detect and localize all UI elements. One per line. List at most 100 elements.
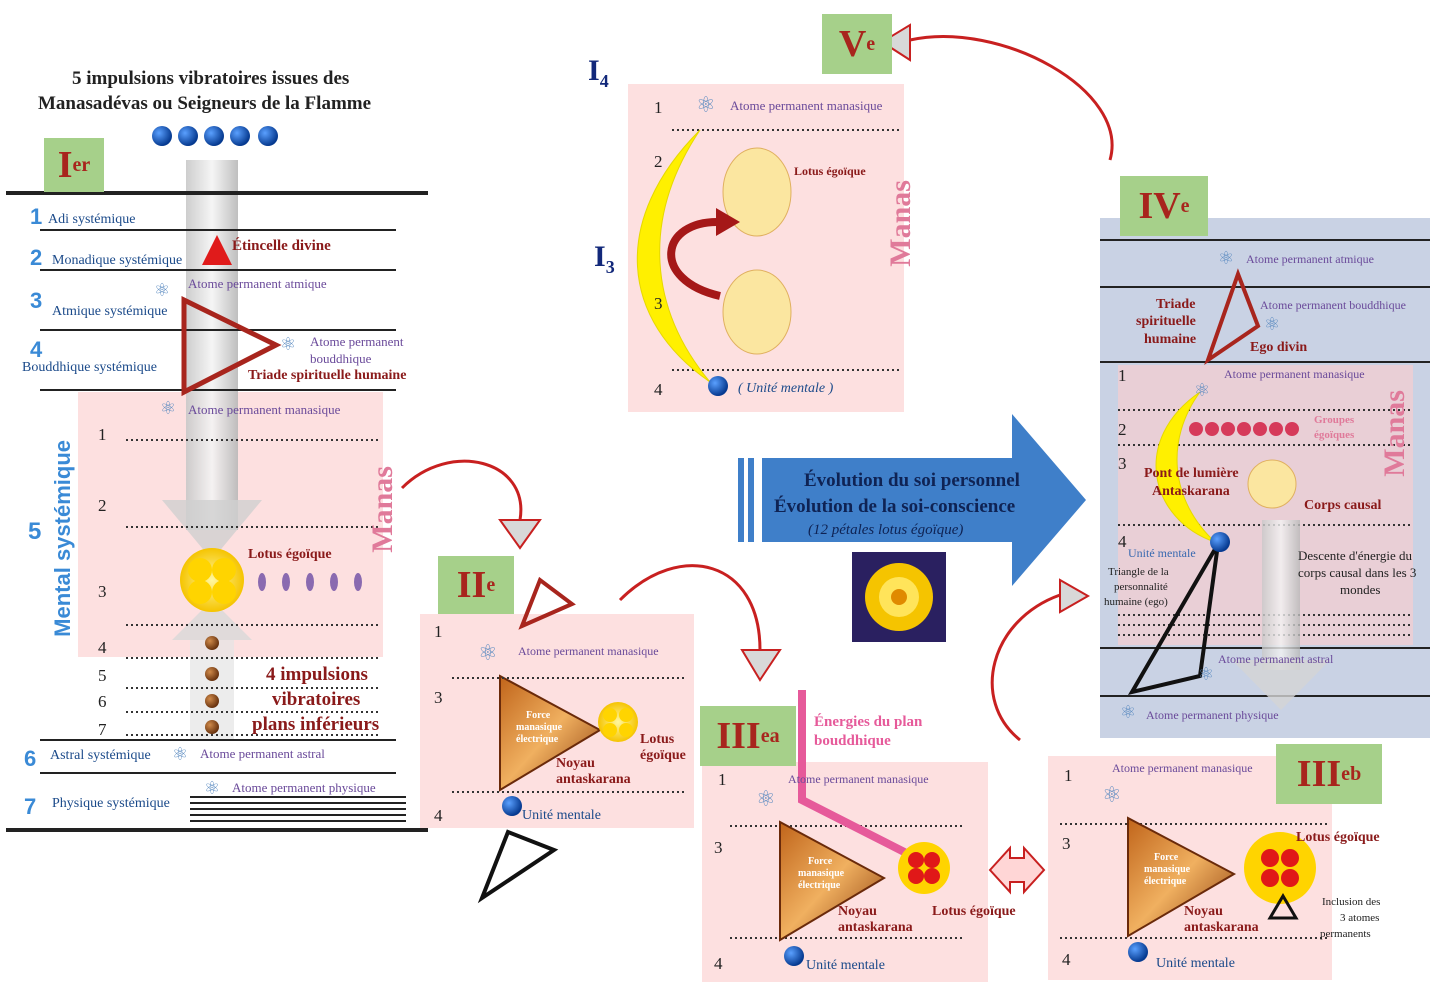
badge-V-label: V — [838, 23, 867, 65]
panel-V-level-1: 1 — [654, 98, 663, 117]
badge-I-label: I — [57, 144, 73, 186]
panel-IIIb-lotus — [1244, 832, 1316, 904]
impulse-ball — [204, 126, 224, 146]
panel-V-i4-sub: 4 — [599, 71, 609, 91]
double-arrow — [988, 845, 1046, 895]
col1-atome-bouddhique-1: Atome permanent — [310, 334, 404, 349]
panel-IV-atome-bouddhique: Atome permanent bouddhique — [1260, 298, 1406, 312]
panel-II-lotus-2: égoïque — [640, 748, 686, 763]
panel-II-unite: Unité mentale — [522, 808, 601, 823]
panel-IV-atome-manasique: Atome permanent manasique — [1224, 367, 1365, 381]
panel-IIIb-fire-triangle — [1127, 816, 1237, 938]
col1-sub-6: 6 — [98, 692, 107, 711]
panel-IV-descente-1: Descente d'énergie du — [1298, 548, 1412, 563]
panel-V-lotus-lower — [722, 269, 792, 355]
col1-atome-atmique: Atome permanent atmique — [188, 276, 327, 291]
panel-IV-triade-2: spirituelle — [1136, 314, 1196, 329]
panel-IIIa-force-2: manasique — [798, 868, 845, 879]
plane-label-2: Monadique systémique — [52, 253, 183, 268]
panel-IV-groupes-2: égoïques — [1314, 429, 1355, 441]
badge-V-sup: e — [866, 32, 876, 55]
badge-IIIa-sup: e — [760, 724, 770, 747]
badge-II-sup: e — [486, 573, 496, 596]
panel-IV-level-4: 4 — [1118, 532, 1127, 551]
col1-atome-physique: Atome permanent physique — [232, 780, 376, 795]
lotus-col1 — [180, 548, 244, 612]
impulse-ball — [230, 126, 250, 146]
panel-V-i3-label: I — [594, 240, 606, 273]
panel-IIIb-level-1: 1 — [1064, 766, 1073, 785]
panel-V-lotus: Lotus égoïque — [794, 164, 866, 178]
panel-IIIa-atome-manasique: Atome permanent manasique — [788, 772, 929, 786]
impulse-ball — [178, 126, 198, 146]
panel-V-unite: ( Unité mentale ) — [738, 381, 834, 396]
panel-II-force-2: manasique — [516, 722, 563, 733]
panel-II-atome-manasique: Atome permanent manasique — [518, 644, 659, 658]
panel-IV-triade-1: Triade — [1156, 297, 1196, 312]
col1-impulsions-1: 4 impulsions — [266, 664, 368, 685]
panel-IIIa-noyau-2: antaskarana — [838, 920, 913, 935]
unite-mentale-ball — [708, 376, 728, 396]
plane-num-5: 5 — [28, 518, 42, 545]
plane-num-6: 6 — [24, 746, 37, 771]
panel-V-lotus-upper — [722, 147, 792, 237]
col1-sub-7: 7 — [98, 720, 107, 739]
panel-IIIa-energies-2: bouddhique — [814, 733, 891, 749]
col1-sub-3: 3 — [98, 582, 107, 601]
impulse-ball-lower — [205, 636, 219, 650]
panel-IV-personality-triangle — [1127, 542, 1220, 696]
plane-label-6: Astral systémique — [50, 748, 151, 763]
center-line1: Évolution du soi personnel — [804, 470, 1020, 491]
unite-mentale-ball — [1128, 942, 1148, 962]
panel-V-atome-manasique: Atome permanent manasique — [730, 98, 883, 113]
atom-icon: ⚛ — [172, 744, 189, 764]
panel-IV-level-3: 3 — [1118, 454, 1127, 473]
panel-II-black-triangle — [477, 829, 559, 904]
descent-arrow — [162, 160, 262, 740]
col1-atome-manasique: Atome permanent manasique — [188, 402, 341, 417]
panel-II-force-1: Force — [526, 710, 551, 721]
panel-IIIa-level-1: 1 — [718, 770, 727, 789]
panel-V-i4: I4 — [588, 54, 609, 92]
panel-IIIb-noyau-1: Noyau — [1184, 904, 1223, 919]
atom-icon: ⚛ — [1218, 248, 1235, 268]
impulse-ball — [152, 126, 172, 146]
plane-label-5: Mental systémique — [50, 440, 75, 637]
atom-icon: ⚛ — [154, 280, 171, 300]
panel-IV-pont-2: Antaskarana — [1152, 484, 1230, 499]
badge-IIIb-label: III — [1296, 753, 1342, 795]
evolution-arrow — [738, 414, 1086, 586]
panel-II-noyau-1: Noyau — [556, 756, 595, 771]
panel-IV-level-1: 1 — [1118, 366, 1127, 385]
panel-V-i3: I3 — [594, 240, 615, 278]
flow-arrow-heads — [498, 23, 1091, 682]
panel-IIIb-level-3: 3 — [1062, 834, 1071, 853]
center-line3: (12 pétales lotus égoïque) — [808, 522, 964, 538]
plane-num-3: 3 — [30, 288, 43, 313]
impulse-ball-lower — [205, 720, 219, 734]
panel-IIIa-force-3: électrique — [798, 880, 841, 891]
atom-icon: ⚛ — [1194, 380, 1211, 400]
panel-IIIa-lotus — [898, 842, 950, 894]
panel-IIIb-level-4: 4 — [1062, 950, 1071, 969]
panel-IIIb-noyau-2: antaskarana — [1184, 920, 1259, 935]
atom-icon: ⚛ — [1102, 782, 1122, 807]
panel-IV-level-2: 2 — [1118, 420, 1127, 439]
panel-V-i4-label: I — [588, 54, 600, 87]
column1-title-line1: 5 impulsions vibratoires issues des — [72, 68, 350, 89]
panel-IV-triangle-2: personnalité — [1114, 581, 1168, 593]
badge-IIIb-sub: b — [1350, 762, 1362, 785]
badge-IV-label: IV — [1138, 185, 1181, 227]
panel-IV-unite: Unité mentale — [1128, 546, 1196, 560]
etincelle-triangle — [202, 235, 232, 265]
panel-V-level-2: 2 — [654, 152, 663, 171]
lotus-12-petals-flower — [865, 563, 933, 631]
col1-sub-5: 5 — [98, 666, 107, 685]
unite-mentale-ball — [502, 796, 522, 816]
impulse-ball-lower — [205, 694, 219, 708]
flames-col1 — [258, 573, 362, 591]
